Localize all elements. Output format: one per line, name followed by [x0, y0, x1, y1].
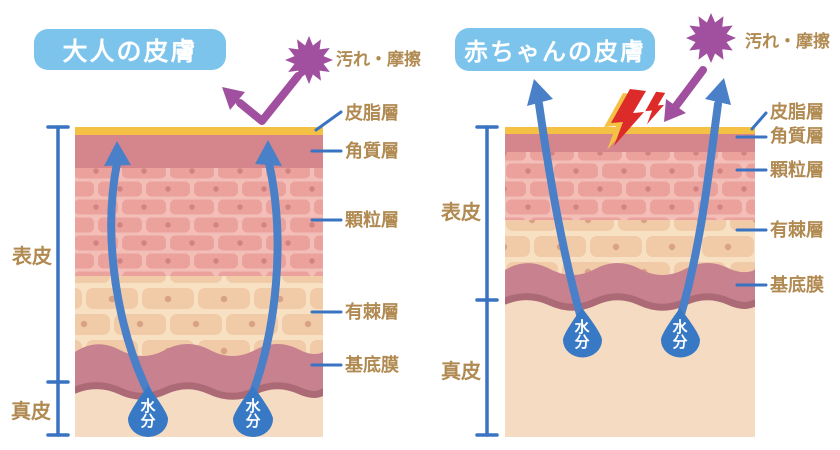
adult-dermis-label: 真皮 — [11, 401, 51, 423]
pointer-line — [750, 111, 768, 131]
adult-panel-title: 大人の皮膚 — [34, 29, 226, 70]
moisture-arrowhead — [527, 79, 553, 106]
baby-epidermis-label: 表皮 — [441, 202, 481, 224]
baby-water-drops — [563, 308, 700, 358]
water-drop-icon — [128, 386, 168, 437]
moisture-arrowhead — [104, 141, 131, 166]
dirt-starburst-icon — [686, 13, 736, 63]
baby-label-sebum: 皮脂層 — [770, 102, 824, 122]
adult-label-basement: 基底膜 — [345, 355, 399, 375]
adult-epidermis-label: 表皮 — [12, 246, 52, 268]
baby-label-basement: 基底膜 — [770, 275, 824, 295]
baby-panel-title: 赤ちゃんの皮膚 — [455, 28, 655, 71]
moisture-label: 水分 — [140, 398, 156, 430]
baby-label-spinous: 有棘層 — [770, 220, 824, 240]
adult-basement-ridge — [75, 382, 323, 400]
adult-label-granular: 顆粒層 — [345, 210, 399, 230]
baby-dermis-label: 真皮 — [441, 361, 481, 383]
baby-bracket — [475, 125, 499, 437]
adult-label-sebum: 皮脂層 — [345, 103, 399, 123]
baby-basement-ridge — [505, 293, 755, 311]
moisture-arrow — [249, 159, 282, 396]
baby-skin-block — [505, 127, 755, 437]
adult-water-drops — [128, 386, 273, 437]
adult-moisture-arrows — [104, 140, 282, 396]
moisture-arrow — [107, 159, 152, 396]
moisture-arrowhead — [705, 78, 731, 105]
adult-label-spinous: 有棘層 — [345, 302, 399, 322]
moisture-label: 水分 — [672, 319, 688, 351]
moisture-label: 水分 — [574, 319, 590, 351]
baby-label-corneum: 角質層 — [770, 126, 824, 146]
pointer-line — [314, 110, 343, 132]
baby-pointer-lines — [735, 111, 768, 287]
adult-hazard-label: 汚れ・摩擦 — [336, 50, 421, 69]
adult-pointer-lines — [310, 110, 343, 367]
adult-bounce-arrow — [222, 72, 302, 125]
water-drop-icon — [233, 386, 273, 437]
moisture-arrowhead — [255, 140, 282, 166]
baby-stratum-corneum-layer — [505, 133, 755, 152]
adult-sebum-layer — [75, 127, 323, 135]
baby-sebum-layer — [505, 127, 755, 134]
adult-bracket — [46, 125, 70, 437]
baby-penetration-arrow — [664, 66, 707, 122]
moisture-label: 水分 — [245, 398, 261, 430]
water-drop-icon — [661, 308, 700, 358]
baby-moisture-arrows — [527, 78, 731, 322]
baby-hazard-label: 汚れ・摩擦 — [745, 32, 830, 51]
dirt-starburst-icon — [285, 36, 333, 84]
baby-label-granular: 顆粒層 — [770, 160, 824, 180]
adult-label-corneum: 角質層 — [345, 141, 399, 161]
moisture-arrow — [535, 100, 585, 322]
water-drop-icon — [563, 308, 602, 358]
baby-granular-layer — [505, 151, 755, 220]
moisture-arrow — [676, 100, 722, 322]
